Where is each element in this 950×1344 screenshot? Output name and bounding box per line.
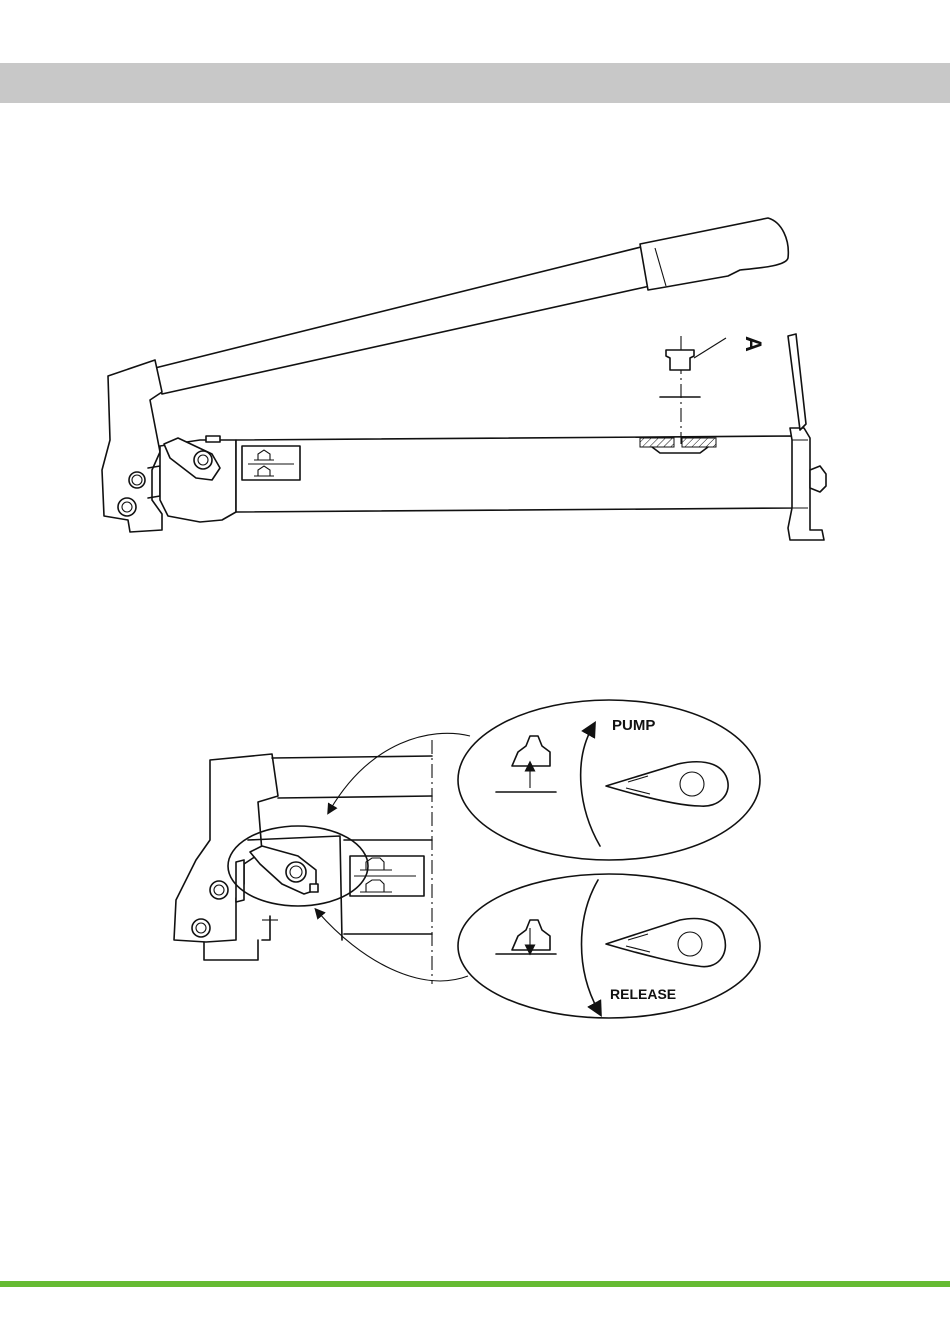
- pump-head: [102, 360, 162, 532]
- filler-plug-callout: [660, 336, 726, 444]
- pressure-label-plate: [242, 446, 300, 480]
- detail-valve-lever: [250, 846, 318, 894]
- callout-label-a: A: [741, 336, 766, 352]
- figure-2-valve-detail: PUMP RELEASE: [174, 700, 760, 1018]
- release-leader-arc: [318, 912, 468, 981]
- footer-accent-line: [0, 1281, 950, 1287]
- end-cap: [788, 334, 826, 540]
- release-callout: [458, 874, 760, 1018]
- pump-callout: [458, 700, 760, 860]
- release-label: RELEASE: [610, 986, 676, 1002]
- pump-label: PUMP: [612, 717, 655, 734]
- figure-1-hand-pump: [102, 218, 826, 540]
- release-valve-body: [160, 436, 236, 522]
- reservoir-tube: [236, 436, 794, 512]
- pump-handle: [155, 218, 788, 394]
- pump-leader-arc: [330, 733, 470, 810]
